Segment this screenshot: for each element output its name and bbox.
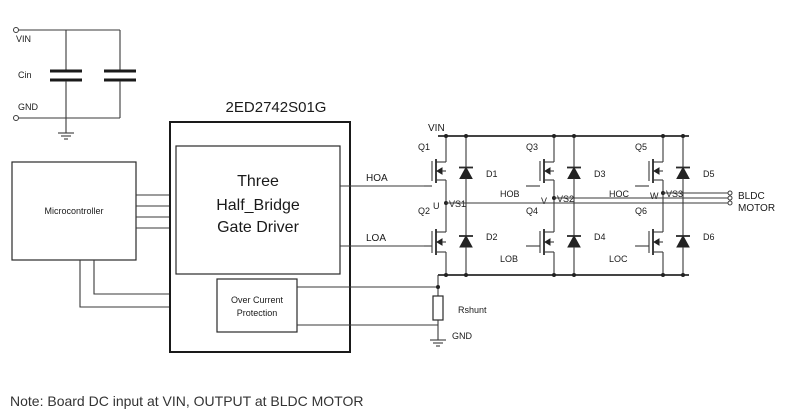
high-signal-label-3: HOC	[609, 189, 630, 199]
shunt-sense-node	[436, 285, 440, 289]
gate-driver-ic: 2ED2742S01G Three Half_Bridge Gate Drive…	[169, 99, 438, 353]
freewheel-diode-d1	[459, 152, 473, 195]
high-signal-label-2: HOB	[500, 189, 520, 199]
power-rails: VIN	[428, 123, 689, 276]
low-node-2	[552, 273, 556, 277]
vin-label: VIN	[16, 34, 31, 44]
vin-node-1	[444, 134, 448, 138]
ground-symbol-input	[58, 132, 74, 140]
ic-part-number: 2ED2742S01G	[226, 99, 327, 116]
driver-label-line-1: Three	[237, 173, 279, 190]
driver-label-line-2: Half_Bridge	[216, 197, 300, 214]
diode-low-node-1	[464, 273, 468, 277]
high-diode-label-2: D3	[594, 169, 606, 179]
driver-label-line-3: Gate Driver	[217, 219, 299, 236]
board-note: Note: Board DC input at VIN, OUTPUT at B…	[10, 393, 364, 409]
high-diode-label-3: D5	[703, 169, 715, 179]
high-fet-label-2: Q3	[526, 142, 538, 152]
low-diode-label-3: D6	[703, 232, 715, 242]
shunt-resistor	[432, 295, 444, 321]
freewheel-diode-d3	[567, 152, 581, 195]
rshunt-label: Rshunt	[458, 305, 487, 315]
high-fet-label-1: Q1	[418, 142, 430, 152]
gate-signals: HOA LOA	[340, 173, 424, 247]
freewheel-diode-d5	[676, 152, 690, 195]
motor-label-line-2: MOTOR	[738, 203, 775, 214]
high-side-mosfet-q5	[648, 152, 664, 190]
motor-output: BLDC MOTOR	[446, 190, 775, 214]
loa-label: LOA	[366, 233, 386, 244]
ocp-label-line-2: Protection	[237, 308, 278, 318]
low-fet-label-3: Q6	[635, 206, 647, 216]
freewheel-diode-d6	[676, 222, 690, 262]
bridge-gnd-label: GND	[452, 331, 473, 341]
motor-terminal-w	[727, 190, 733, 196]
freewheel-diode-d4	[567, 222, 581, 262]
diode-vin-node-3	[681, 134, 685, 138]
ocp-box	[216, 278, 298, 333]
high-fet-label-3: Q5	[635, 142, 647, 152]
vs-label-3: VS3	[666, 189, 683, 199]
low-signal-label-2: LOB	[500, 254, 518, 264]
motor-label-line-1: BLDC	[738, 191, 765, 202]
phase-label-2: V	[541, 196, 547, 206]
vs-label-1: VS1	[449, 199, 466, 209]
gnd-label: GND	[18, 102, 39, 112]
hoa-label: HOA	[366, 173, 388, 184]
vin-node-2	[552, 134, 556, 138]
shunt-network: Rshunt GND	[430, 275, 487, 347]
low-fet-label-2: Q4	[526, 206, 538, 216]
motor-terminal-u	[727, 200, 733, 206]
ground-symbol-bridge	[430, 339, 446, 347]
low-diode-label-2: D4	[594, 232, 606, 242]
diode-low-node-2	[572, 273, 576, 277]
microcontroller-block: Microcontroller	[11, 161, 217, 308]
high-side-mosfet-q1	[431, 152, 447, 190]
low-side-mosfet-q2	[431, 222, 447, 262]
phase-label-1: U	[433, 201, 440, 211]
low-side-mosfet-q6	[648, 222, 664, 262]
gnd-terminal	[13, 115, 19, 121]
low-fet-label-1: Q2	[418, 206, 430, 216]
low-signal-label-3: LOC	[609, 254, 628, 264]
low-node-3	[661, 273, 665, 277]
motor-terminal-v	[727, 195, 733, 201]
diode-low-node-3	[681, 273, 685, 277]
vs-label-2: VS2	[557, 194, 574, 204]
driver-core-box	[175, 145, 341, 275]
high-diode-label-1: D1	[486, 169, 498, 179]
low-side-mosfet-q4	[539, 222, 555, 262]
phase-label-3: W	[650, 191, 659, 201]
vin-terminal	[13, 27, 19, 33]
input-capacitor-network: VIN Cin GND	[13, 27, 136, 140]
bridge-vin-label: VIN	[428, 123, 445, 134]
diode-vin-node-2	[572, 134, 576, 138]
cin-label: Cin	[18, 70, 32, 80]
ocp-label-line-1: Over Current	[231, 295, 284, 305]
freewheel-diode-d2	[459, 222, 473, 262]
diode-vin-node-1	[464, 134, 468, 138]
low-diode-label-1: D2	[486, 232, 498, 242]
microcontroller-label: Microcontroller	[44, 206, 103, 216]
microcontroller-box	[11, 161, 137, 261]
high-side-mosfet-q3	[539, 152, 555, 190]
vin-node-3	[661, 134, 665, 138]
low-node-1	[444, 273, 448, 277]
